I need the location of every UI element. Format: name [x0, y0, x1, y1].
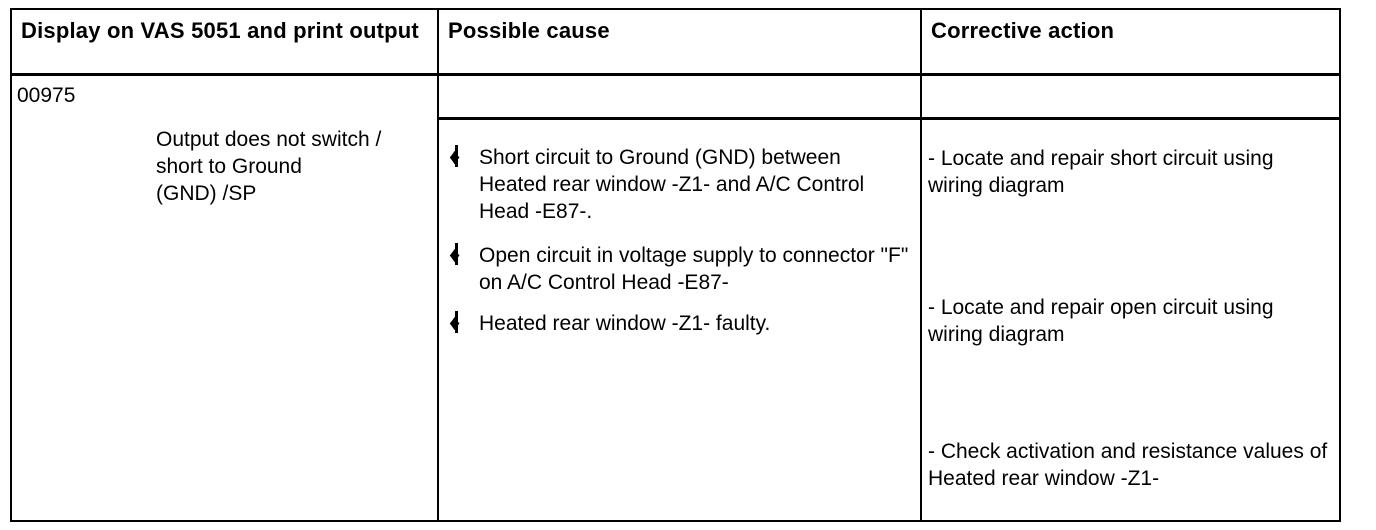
- dtc-description-line: short to Ground: [156, 155, 302, 178]
- dtc-display-cell: 00975 Output does not switch / short to …: [12, 76, 439, 520]
- cause-text: Open circuit in voltage supply to connec…: [479, 244, 909, 294]
- dtc-description: Output does not switch / short to Ground…: [156, 126, 429, 207]
- diamond-bullet-icon: ♦: [449, 310, 471, 336]
- column-header-possible-cause: Possible cause: [439, 10, 922, 76]
- cause-text: Short circuit to Ground (GND) between He…: [479, 146, 865, 223]
- empty-action-subcell: [922, 76, 1339, 120]
- corrective-action-cell: - Locate and repair short circuit using …: [922, 120, 1339, 520]
- cause-text: Heated rear window -Z1- faulty.: [479, 312, 771, 335]
- dtc-description-line: Output does not switch /: [156, 128, 382, 151]
- dtc-description-line: (GND) /SP: [156, 182, 257, 205]
- action-list-item: - Check activation and resistance values…: [928, 440, 1328, 490]
- action-list-item: - Locate and repair open circuit using w…: [928, 296, 1274, 346]
- diamond-bullet-icon: ♦: [449, 144, 471, 170]
- empty-cause-subcell: [439, 76, 922, 120]
- diagnostic-trouble-code-table: Display on VAS 5051 and print output Pos…: [10, 8, 1341, 522]
- column-header-display-output: Display on VAS 5051 and print output: [12, 10, 439, 76]
- cause-list-item: ♦ Short circuit to Ground (GND) between …: [449, 144, 910, 225]
- cause-list-item: ♦ Heated rear window -Z1- faulty.: [449, 310, 910, 337]
- possible-cause-cell: ♦ Short circuit to Ground (GND) between …: [439, 120, 922, 520]
- dtc-code: 00975: [17, 84, 76, 107]
- cause-list-item: ♦ Open circuit in voltage supply to conn…: [449, 242, 910, 296]
- action-list-item: - Locate and repair short circuit using …: [928, 147, 1274, 197]
- diamond-bullet-icon: ♦: [449, 242, 471, 268]
- column-header-corrective-action: Corrective action: [922, 10, 1339, 76]
